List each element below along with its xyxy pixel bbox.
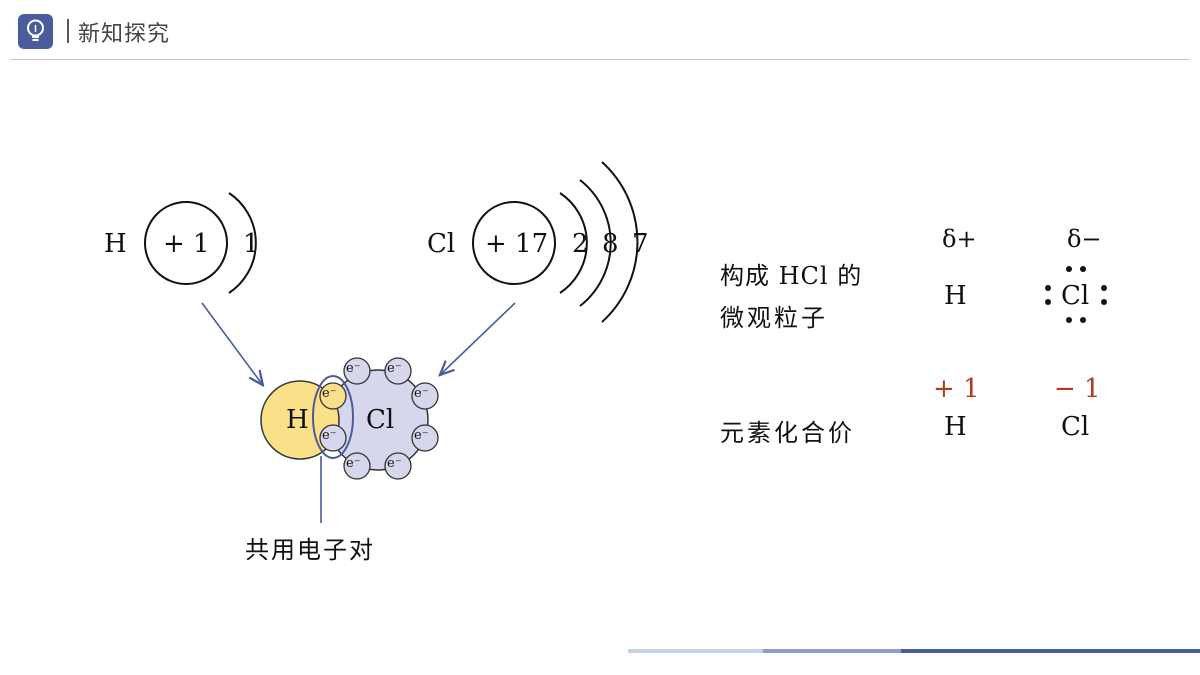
cl-shell-count-2: 8: [602, 229, 619, 259]
electron-label: e⁻: [322, 386, 337, 401]
h-shell-arc: [228, 192, 257, 294]
cl-nucleus-circle: [472, 201, 556, 285]
molecule-cl-label: Cl: [366, 405, 395, 435]
footer-bar-segment: [763, 649, 901, 653]
electron: [384, 452, 412, 480]
particle-h: H: [944, 281, 967, 311]
cl-shell-arc-1: [559, 192, 588, 294]
header-divider: [67, 19, 69, 43]
electron: [411, 382, 439, 410]
h-atom-symbol: H: [104, 229, 127, 259]
valence-label: 元素化合价: [720, 419, 855, 447]
molecule-h-label: H: [286, 405, 309, 435]
header-rule: [10, 59, 1190, 60]
electron-label: e⁻: [322, 428, 337, 443]
h-nucleus-circle: [144, 201, 228, 285]
particle-cl: Cl: [1061, 281, 1090, 311]
cl-shell-arc-2: [579, 179, 612, 307]
electron-label: e⁻: [414, 386, 429, 401]
valence-cl-symbol: Cl: [1061, 412, 1090, 442]
shared-pair-ring: [312, 375, 354, 459]
arrow-h-to-molecule: [201, 302, 262, 384]
partial-charge-negative: δ−: [1067, 225, 1102, 253]
partial-charge-positive: δ+: [942, 225, 977, 253]
electron-label: e⁻: [387, 456, 402, 471]
electron: [411, 424, 439, 452]
valence-h-value: + 1: [933, 374, 980, 404]
cl-shell-arc-3: [601, 161, 639, 323]
valence-cl-value: − 1: [1054, 374, 1101, 404]
cl-nucleus-charge: + 17: [485, 229, 549, 259]
electron-label: e⁻: [387, 361, 402, 376]
cl-shell-count-1: 2: [572, 229, 589, 259]
electron-shared-h: [319, 382, 347, 410]
electron: [343, 357, 371, 385]
shared-pair-caption: 共用电子对: [245, 536, 375, 564]
valence-h-symbol: H: [944, 412, 967, 442]
cl-atom-symbol: Cl: [427, 229, 456, 259]
particles-label-line1: 构成 HCl 的: [720, 262, 863, 290]
electron-label: e⁻: [414, 428, 429, 443]
cl-shell-count-3: 7: [632, 229, 649, 259]
footer-bar-segment: [901, 649, 1200, 653]
electron: [343, 452, 371, 480]
h-shell-count: 1: [243, 229, 260, 259]
electron: [384, 357, 412, 385]
electron-label: e⁻: [346, 361, 361, 376]
electron-label: e⁻: [346, 456, 361, 471]
arrow-cl-to-molecule: [441, 302, 516, 374]
particles-label-line2: 微观粒子: [720, 304, 828, 332]
page-title: 新知探究: [78, 22, 171, 47]
cl-electrons: [319, 357, 439, 480]
h-nucleus-charge: + 1: [163, 229, 210, 259]
cl-lone-pair-dots: [1045, 266, 1107, 323]
footer-bar-segment: [628, 649, 763, 653]
electron: [319, 424, 347, 452]
lightbulb-icon: [18, 14, 53, 49]
